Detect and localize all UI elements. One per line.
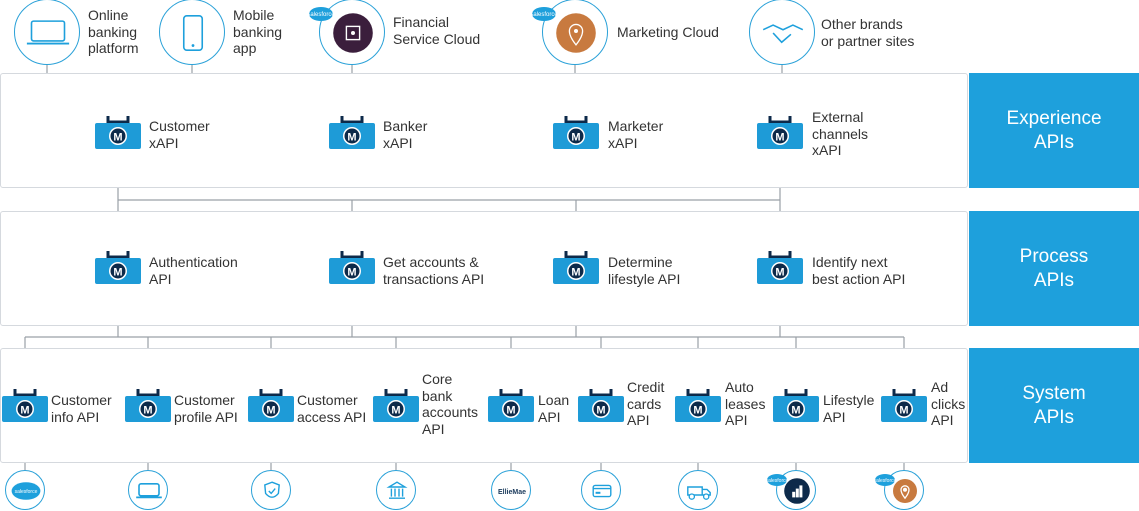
- api-label-customer-access-api: Customer access API: [297, 392, 367, 425]
- location-pin-icon: [893, 479, 917, 503]
- api-node-banker-xapi[interactable]: M: [329, 113, 375, 151]
- mulesoft-logo-icon: M: [693, 405, 702, 417]
- api-node-lifestyle-api[interactable]: M: [773, 386, 819, 424]
- source-online-banking: [14, 0, 80, 65]
- api-label-credit-cards-api: Credit cards API: [627, 379, 665, 428]
- api-node-external-channels-xapi[interactable]: M: [757, 113, 803, 151]
- api-label-core-bank-accounts-api: Core bank accounts API: [422, 371, 479, 437]
- api-label-loan-api: Loan API: [538, 392, 570, 425]
- source-label-mobile-banking: Mobile banking app: [233, 7, 283, 56]
- api-node-auto-leases-api[interactable]: M: [675, 386, 721, 424]
- mulesoft-logo-icon: M: [266, 405, 275, 417]
- backend-auto-lease-backend: [678, 470, 718, 510]
- backend-elliemae-backend: EllieMae: [491, 470, 531, 510]
- api-label-lifestyle-api: Lifestyle API: [823, 392, 875, 425]
- salesforce-cloud-icon: salesforce: [874, 473, 897, 492]
- svg-text:salesforce: salesforce: [766, 478, 788, 484]
- mulesoft-logo-icon: M: [571, 132, 580, 144]
- process-apis-title: Process APIs: [1019, 245, 1089, 291]
- mulesoft-logo-icon: M: [347, 132, 356, 144]
- elliemae-text: EllieMae: [498, 489, 526, 496]
- vault-icon: [333, 13, 373, 53]
- mulesoft-logo-icon: M: [899, 405, 908, 417]
- api-label-customer-info-api: Customer info API: [51, 392, 112, 425]
- process-apis-tier: Process APIs: [969, 211, 1139, 326]
- api-node-core-bank-accounts-api[interactable]: M: [373, 386, 419, 424]
- api-node-customer-access-api[interactable]: M: [248, 386, 294, 424]
- source-financial-service-cloud: [319, 0, 385, 65]
- api-label-customer-xapi: Customer xAPI: [149, 118, 210, 151]
- mulesoft-logo-icon: M: [596, 405, 605, 417]
- api-label-marketer-xapi: Marketer xAPI: [608, 118, 664, 151]
- laptop-icon: [26, 20, 70, 45]
- shield-check-icon: [264, 481, 280, 498]
- bar-chart-icon: [784, 478, 810, 504]
- backend-bank-backend: [376, 470, 416, 510]
- api-label-banker-xapi: Banker xAPI: [383, 118, 428, 151]
- api-label-get-accounts-api: Get accounts & transactions API: [383, 254, 485, 287]
- handshake-icon: [762, 24, 804, 44]
- smartphone-icon: [182, 15, 204, 51]
- mulesoft-logo-icon: M: [20, 405, 29, 417]
- credit-card-icon: [592, 484, 612, 498]
- mulesoft-logo-icon: M: [143, 405, 152, 417]
- api-label-external-channels-xapi: External channels xAPI: [812, 109, 869, 158]
- salesforce-icon: salesforce: [11, 482, 41, 500]
- api-node-marketer-xapi[interactable]: M: [553, 113, 599, 151]
- truck-icon: [687, 486, 711, 500]
- source-label-financial-service-cloud: Financial Service Cloud: [393, 14, 481, 47]
- source-label-marketing-cloud: Marketing Cloud: [617, 24, 719, 40]
- api-node-customer-profile-api[interactable]: M: [125, 386, 171, 424]
- backend-security-backend: [251, 470, 291, 510]
- location-pin-icon: [556, 13, 596, 53]
- api-node-loan-api[interactable]: M: [488, 386, 534, 424]
- svg-text:salesforce: salesforce: [308, 12, 334, 18]
- api-node-get-accounts-api[interactable]: M: [329, 248, 375, 286]
- salesforce-cloud-icon: salesforce: [766, 473, 789, 492]
- backend-laptop-backend: [128, 470, 168, 510]
- source-mobile-banking: [159, 0, 225, 65]
- mulesoft-logo-icon: M: [347, 267, 356, 279]
- svg-text:salesforce: salesforce: [15, 489, 38, 495]
- api-label-authentication-api: Authentication API: [149, 254, 238, 287]
- api-node-authentication-api[interactable]: M: [95, 248, 141, 286]
- elliemae-logo-icon: EllieMae: [498, 489, 526, 496]
- system-apis-title: System APIs: [1022, 382, 1086, 428]
- mulesoft-logo-icon: M: [506, 405, 515, 417]
- mulesoft-logo-icon: M: [571, 267, 580, 279]
- svg-text:salesforce: salesforce: [531, 12, 557, 18]
- mulesoft-logo-icon: M: [775, 132, 784, 144]
- mulesoft-logo-icon: M: [391, 405, 400, 417]
- api-label-determine-lifestyle-api: Determine lifestyle API: [608, 254, 681, 287]
- source-label-other-brands: Other brands or partner sites: [821, 16, 915, 49]
- experience-apis-title: Experience APIs: [1006, 107, 1102, 153]
- laptop-icon: [136, 483, 162, 499]
- salesforce-cloud-icon: salesforce: [307, 6, 335, 27]
- mulesoft-logo-icon: M: [113, 267, 122, 279]
- api-label-customer-profile-api: Customer profile API: [174, 392, 238, 425]
- salesforce-cloud-icon: salesforce: [530, 6, 558, 27]
- api-node-customer-info-api[interactable]: M: [2, 386, 48, 424]
- api-node-identify-next-best-action-api[interactable]: M: [757, 248, 803, 286]
- api-node-ad-clicks-api[interactable]: M: [881, 386, 927, 424]
- api-label-ad-clicks-api: Ad clicks API: [931, 379, 966, 428]
- process-band: [0, 211, 968, 326]
- backend-salesforce-backend: salesforce: [5, 470, 45, 510]
- source-other-brands: [749, 0, 815, 65]
- api-label-auto-leases-api: Auto leases API: [725, 379, 766, 428]
- api-node-credit-cards-api[interactable]: M: [578, 386, 624, 424]
- mulesoft-logo-icon: M: [775, 267, 784, 279]
- source-label-online-banking: Online banking platform: [88, 7, 139, 56]
- api-node-customer-xapi[interactable]: M: [95, 113, 141, 151]
- mulesoft-logo-icon: M: [791, 405, 800, 417]
- mulesoft-logo-icon: M: [113, 132, 122, 144]
- experience-apis-tier: Experience APIs: [969, 73, 1139, 188]
- api-node-determine-lifestyle-api[interactable]: M: [553, 248, 599, 286]
- bank-building-icon: [386, 481, 408, 499]
- experience-band: [0, 73, 968, 188]
- system-apis-tier: System APIs: [969, 348, 1139, 463]
- svg-text:salesforce: salesforce: [874, 478, 896, 484]
- api-label-identify-next-best-action-api: Identify next best action API: [812, 254, 906, 287]
- backend-credit-card-backend: [581, 470, 621, 510]
